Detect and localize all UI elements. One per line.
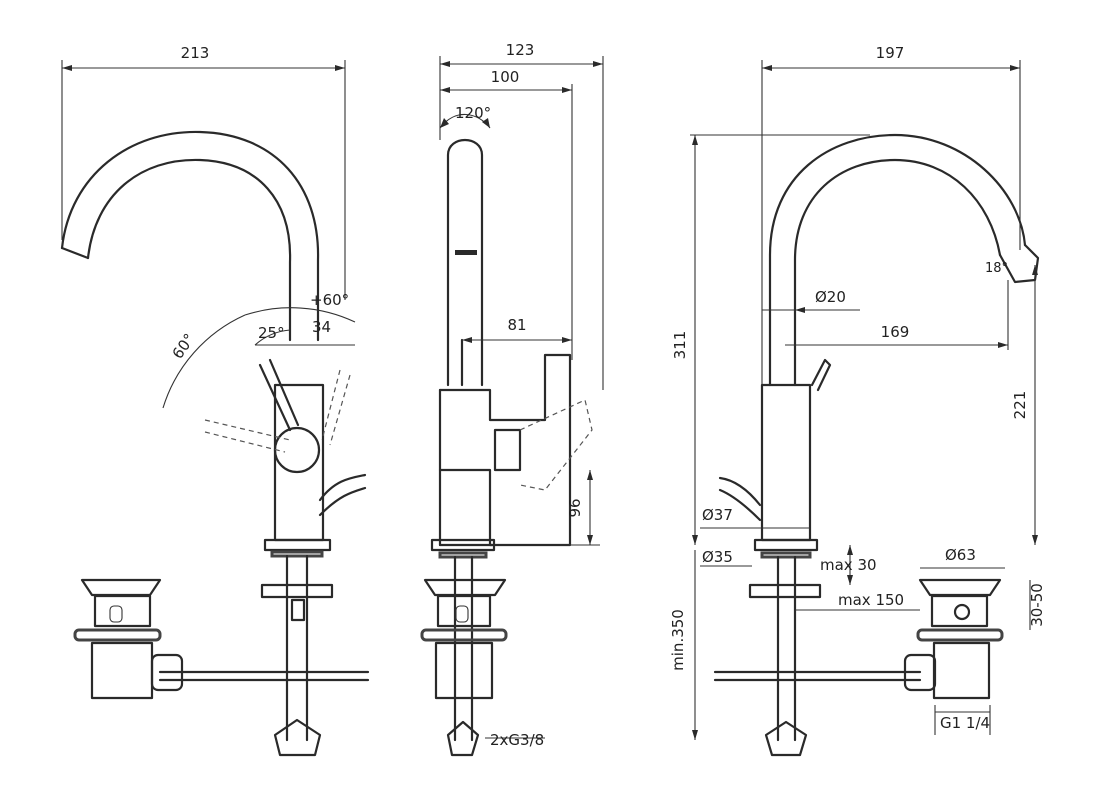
- front-width-dimension: 213: [61, 44, 346, 300]
- side-handle-reach-dimension: 81: [462, 316, 572, 343]
- side-depth-label: 100: [491, 68, 520, 86]
- front-angle-total: 60°: [169, 330, 199, 362]
- right-spout-height-label: 221: [1011, 391, 1029, 420]
- right-waste: Ø63 30-50 G1 1/4: [903, 546, 1046, 735]
- side-depth-dimension: 100: [440, 68, 573, 360]
- side-rotation-label: 120°: [455, 104, 491, 122]
- right-width-dimension: 197: [761, 44, 1021, 540]
- right-thickness-dimension: max 30: [820, 545, 877, 585]
- right-spout: 18°: [768, 133, 1040, 387]
- right-base: Ø35: [700, 538, 819, 567]
- right-base-diameter-label: Ø35: [702, 548, 733, 566]
- side-width-dimension: 123: [439, 41, 604, 390]
- right-spout-reach-dimension: 169: [785, 280, 1009, 350]
- right-body: [718, 358, 832, 542]
- right-spout-angle-label: 18°: [985, 261, 1008, 276]
- front-offset-label: 34: [312, 318, 331, 336]
- front-view: 213 60° +60° 25° 34: [60, 44, 370, 757]
- right-body-diameter-dimension: Ø37: [700, 506, 810, 529]
- right-waste-diameter-label: Ø63: [945, 546, 976, 564]
- front-body: [204, 358, 367, 542]
- right-width-label: 197: [876, 44, 905, 62]
- side-mounting: 2xG3/8: [420, 538, 545, 757]
- right-spout-diameter-label: Ø20: [815, 288, 846, 306]
- front-angle-right: +60°: [310, 291, 349, 309]
- right-spout-reach-label: 169: [881, 323, 910, 341]
- right-max-thickness-label: max 30: [820, 556, 877, 574]
- right-min-length-label: min.350: [669, 609, 687, 671]
- right-min-length-dimension: min.350: [669, 550, 698, 740]
- side-base-height-label: 96: [566, 498, 584, 517]
- right-spout-height-dimension: 221: [1011, 265, 1038, 545]
- right-view: 197 311 18° Ø20 169: [669, 44, 1046, 757]
- right-waste-height-label: 30-50: [1028, 583, 1046, 627]
- right-spout-diameter-dimension: Ø20: [762, 288, 860, 313]
- front-angle-dimension: 60° +60° 25° 34: [162, 291, 356, 409]
- side-spout: [446, 139, 484, 387]
- side-width-label: 123: [506, 41, 535, 59]
- side-body: [438, 353, 593, 547]
- side-base-height-dimension: 96: [560, 470, 600, 546]
- front-waste: [73, 578, 184, 700]
- side-connection-label: 2xG3/8: [490, 731, 544, 749]
- right-mounting: max 150: [713, 555, 922, 757]
- side-view: 123 100 120°: [420, 41, 604, 757]
- front-width-label: 213: [181, 44, 210, 62]
- right-height-dimension: 311: [671, 134, 870, 545]
- front-spout: [60, 130, 320, 342]
- side-rotation: 120°: [439, 104, 491, 129]
- right-waste-thread-label: G1 1/4: [940, 714, 990, 732]
- side-handle-reach-label: 81: [507, 316, 526, 334]
- right-height-label: 311: [671, 331, 689, 360]
- right-body-diameter-label: Ø37: [702, 506, 733, 524]
- front-mounting: [158, 538, 370, 757]
- right-max-depth-label: max 150: [838, 591, 904, 609]
- front-angle-inner: 25°: [258, 324, 285, 342]
